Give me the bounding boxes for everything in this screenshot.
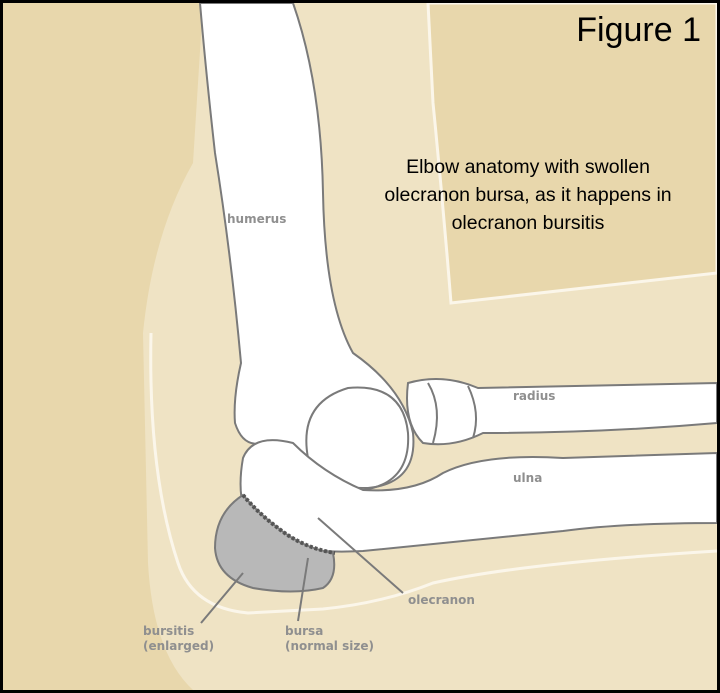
bursitis-enlarged: [213, 493, 336, 593]
figure-panel: Figure 1 Elbow anatomy with swollen olec…: [3, 3, 717, 690]
torso-region: [426, 3, 717, 305]
label-bursa: bursa (normal size): [285, 624, 374, 654]
label-radius: radius: [513, 389, 556, 403]
caption-line-1: Elbow anatomy with swollen: [406, 156, 650, 178]
label-humerus: humerus: [227, 212, 287, 226]
bursa-leader: [297, 557, 309, 622]
label-bursitis-line2: (enlarged): [143, 639, 215, 653]
figure-caption: Elbow anatomy with swollen olecranon bur…: [358, 153, 698, 237]
label-bursa-line1: bursa: [285, 624, 324, 638]
caption-line-3: olecranon bursitis: [451, 212, 605, 234]
figure-title: Figure 1: [576, 11, 701, 49]
label-olecranon: olecranon: [408, 593, 475, 607]
bursa-normal: [241, 493, 336, 555]
arm-skin-outline: [149, 332, 717, 615]
humerus-condyle: [305, 386, 410, 491]
bursitis-leader: [200, 572, 244, 624]
label-bursitis-line1: bursitis: [143, 624, 195, 638]
olecranon-leader: [317, 517, 404, 594]
elbow-illustration: [143, 3, 717, 690]
radius-head-detail: [427, 382, 478, 444]
label-bursa-line2: (normal size): [285, 639, 374, 653]
radius-bone: [406, 378, 717, 446]
label-ulna: ulna: [513, 471, 543, 485]
caption-line-2: olecranon bursa, as it happens in: [384, 184, 672, 206]
label-bursitis: bursitis (enlarged): [143, 624, 214, 654]
